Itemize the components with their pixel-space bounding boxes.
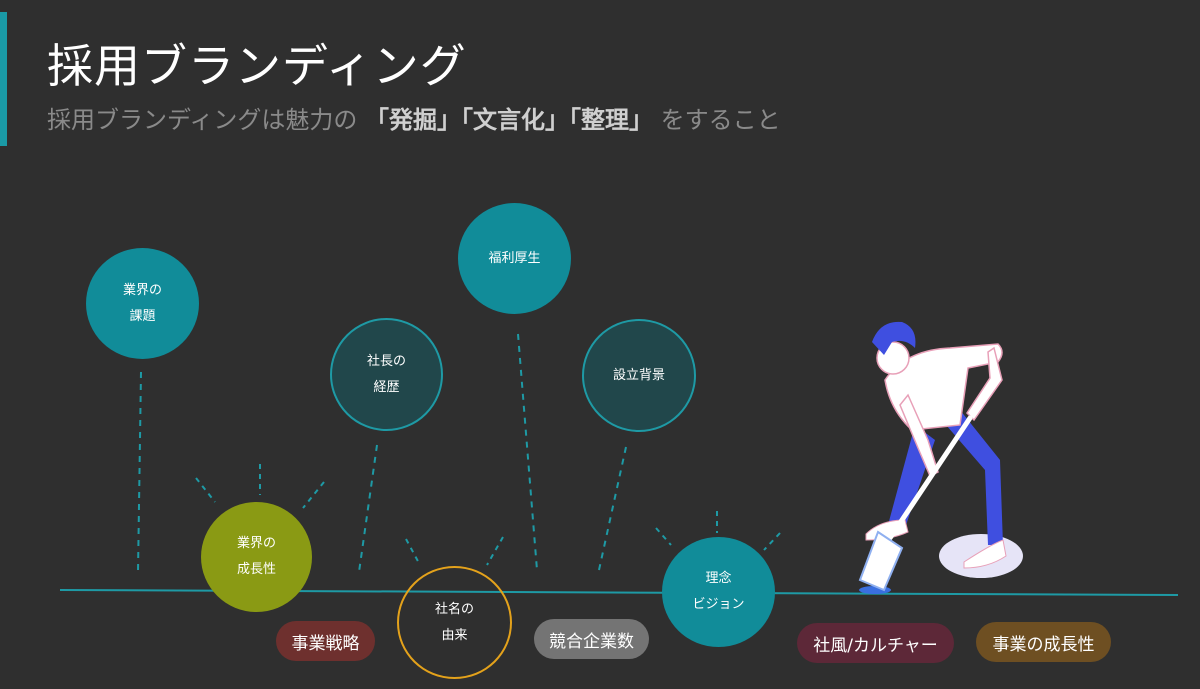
tag-culture: 社風/カルチャー xyxy=(797,623,954,663)
bubble-line: 成長性 xyxy=(236,562,276,577)
connector-founding xyxy=(598,446,627,571)
bubble-ceo-career: 社長の経歴 xyxy=(330,318,443,431)
bubble-line: ビジョン xyxy=(692,597,745,612)
bubble-industry-growth: 業界の成長性 xyxy=(201,502,312,612)
bubble-line: 業界の xyxy=(122,282,162,298)
bubble-line: 社名の xyxy=(434,601,474,617)
bubble-line: 経歴 xyxy=(373,379,400,395)
tag-business-growth: 事業の成長性 xyxy=(976,622,1111,662)
connector-ceo-career xyxy=(358,444,378,573)
digging-person-illustration xyxy=(858,321,1023,594)
subtitle-emphasis-wording: 「文言化」 xyxy=(460,106,569,134)
subtitle-emphasis-discovery: 「発掘」 xyxy=(364,106,461,134)
page-subtitle: 採用ブランディングは魅力の 「発掘」「文言化」「整理」 をすること xyxy=(47,103,781,137)
subtitle-suffix: をすること xyxy=(660,106,781,134)
accent-bar xyxy=(0,12,7,146)
bubble-founding-background: 設立背景 xyxy=(582,319,696,432)
connector-lines xyxy=(137,333,627,573)
bubble-line: 由来 xyxy=(441,627,468,643)
bubble-philosophy-vision: 理念ビジョン xyxy=(662,537,775,647)
bubble-line: 理念 xyxy=(705,571,732,586)
bubble-line: 課題 xyxy=(129,308,156,324)
page-title: 採用ブランディング xyxy=(47,39,467,93)
subtitle-prefix: 採用ブランディングは魅力の xyxy=(47,106,358,134)
bubble-company-name-origin: 社名の由来 xyxy=(397,566,512,679)
bubble-line: 設立背景 xyxy=(612,367,665,383)
bubble-industry-issues: 業界の課題 xyxy=(86,248,199,359)
bubble-welfare: 福利厚生 xyxy=(458,203,571,314)
tag-business-strategy: 事業戦略 xyxy=(276,621,375,661)
bubble-line: 業界の xyxy=(236,536,276,551)
tag-competitors: 競合企業数 xyxy=(534,619,649,659)
bubble-line: 福利厚生 xyxy=(488,250,541,266)
subtitle-emphasis-organize: 「整理」 xyxy=(568,106,653,134)
emphasis-rays xyxy=(195,464,781,566)
connector-industry-issues xyxy=(137,371,142,573)
connector-welfare xyxy=(517,333,538,571)
bubble-line: 社長の xyxy=(366,353,406,369)
